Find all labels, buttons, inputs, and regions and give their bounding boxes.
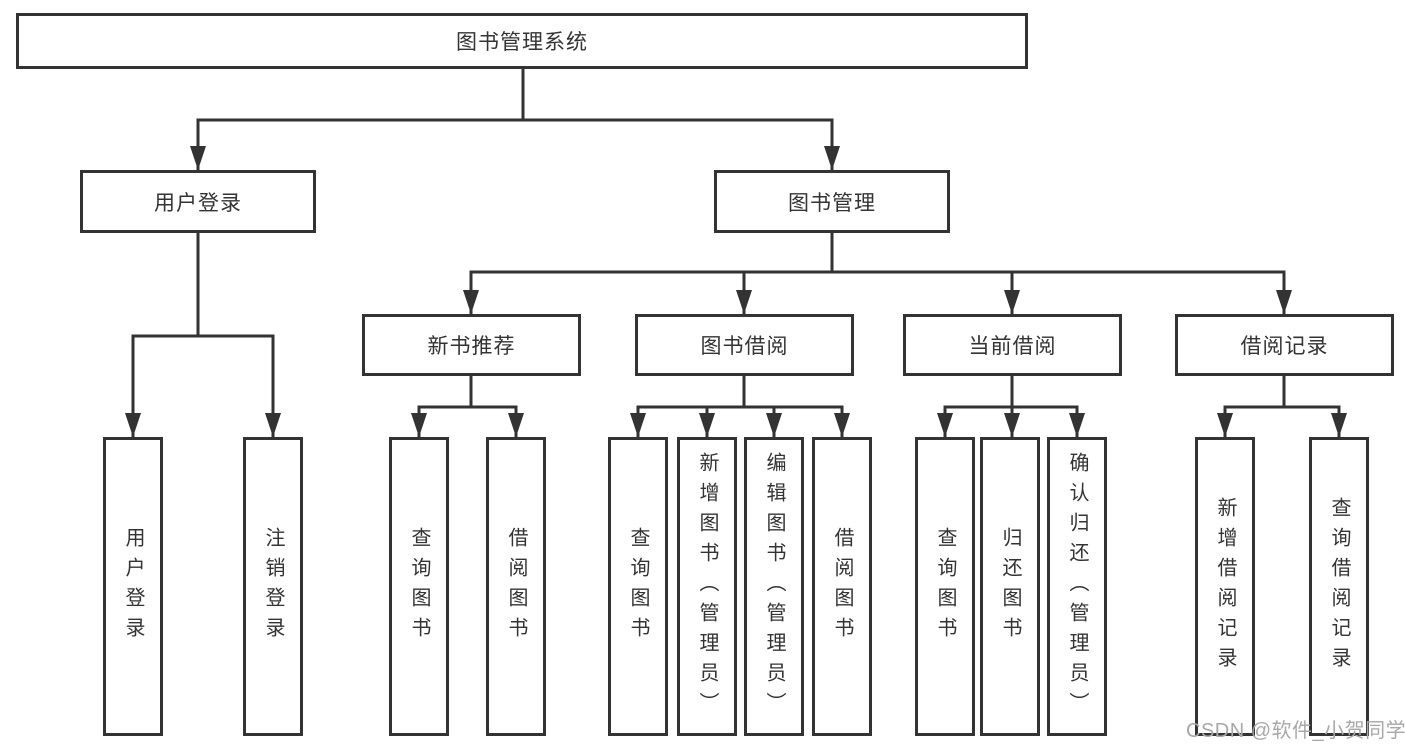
leaf-borrow-edit-books-admin-label: 编辑图书（管理员）	[763, 451, 785, 722]
node-root: 图书管理系统	[16, 13, 1028, 69]
node-borrow-records: 借阅记录	[1175, 314, 1394, 376]
node-current-borrow: 当前借阅	[903, 314, 1122, 376]
node-new-book-recommend-label: 新书推荐	[427, 335, 516, 358]
leaf-borrow-borrow-books: 借阅图书	[812, 437, 872, 736]
leaf-borrow-add-books-admin: 新增图书（管理员）	[677, 437, 737, 736]
node-borrow-records-label: 借阅记录	[1240, 335, 1329, 358]
leaf-current-confirm-return-admin-label: 确认归还（管理员）	[1066, 451, 1088, 722]
node-root-label: 图书管理系统	[456, 31, 588, 54]
leaf-user-login: 用户登录	[103, 437, 163, 736]
node-book-borrow: 图书借阅	[635, 314, 854, 376]
node-user-login: 用户登录	[80, 170, 316, 233]
node-user-login-label: 用户登录	[154, 191, 242, 215]
leaf-records-add-record: 新增借阅记录	[1195, 437, 1255, 736]
leaf-records-add-record-label: 新增借阅记录	[1214, 496, 1236, 677]
node-book-management-label: 图书管理	[788, 191, 876, 215]
node-current-borrow-label: 当前借阅	[968, 335, 1057, 358]
leaf-logout-label: 注销登录	[262, 526, 284, 647]
leaf-newbook-borrow-books: 借阅图书	[486, 437, 546, 736]
leaf-logout: 注销登录	[243, 437, 303, 736]
leaf-records-query-record-label: 查询借阅记录	[1328, 496, 1350, 677]
leaf-current-return-books: 归还图书	[980, 437, 1040, 736]
node-new-book-recommend: 新书推荐	[362, 314, 581, 376]
watermark: CSDN @软件_小贺同学	[1186, 720, 1405, 742]
leaf-borrow-add-books-admin-label: 新增图书（管理员）	[696, 451, 718, 722]
leaf-newbook-borrow-books-label: 借阅图书	[505, 526, 527, 647]
leaf-newbook-query-books-label: 查询图书	[408, 526, 430, 647]
leaf-newbook-query-books: 查询图书	[389, 437, 449, 736]
node-book-borrow-label: 图书借阅	[700, 335, 789, 358]
leaf-current-query-books: 查询图书	[915, 437, 975, 736]
leaf-borrow-edit-books-admin: 编辑图书（管理员）	[744, 437, 804, 736]
arrowheads	[125, 146, 1347, 437]
connector-lines	[131, 69, 1341, 437]
leaf-user-login-label: 用户登录	[122, 526, 144, 647]
leaf-current-query-books-label: 查询图书	[934, 526, 956, 647]
leaf-current-confirm-return-admin: 确认归还（管理员）	[1047, 437, 1107, 736]
leaf-current-return-books-label: 归还图书	[999, 526, 1021, 647]
leaf-borrow-query-books-label: 查询图书	[627, 526, 649, 647]
leaf-records-query-record: 查询借阅记录	[1309, 437, 1369, 736]
leaf-borrow-query-books: 查询图书	[608, 437, 668, 736]
node-book-management: 图书管理	[714, 170, 950, 233]
leaf-borrow-borrow-books-label: 借阅图书	[831, 526, 853, 647]
